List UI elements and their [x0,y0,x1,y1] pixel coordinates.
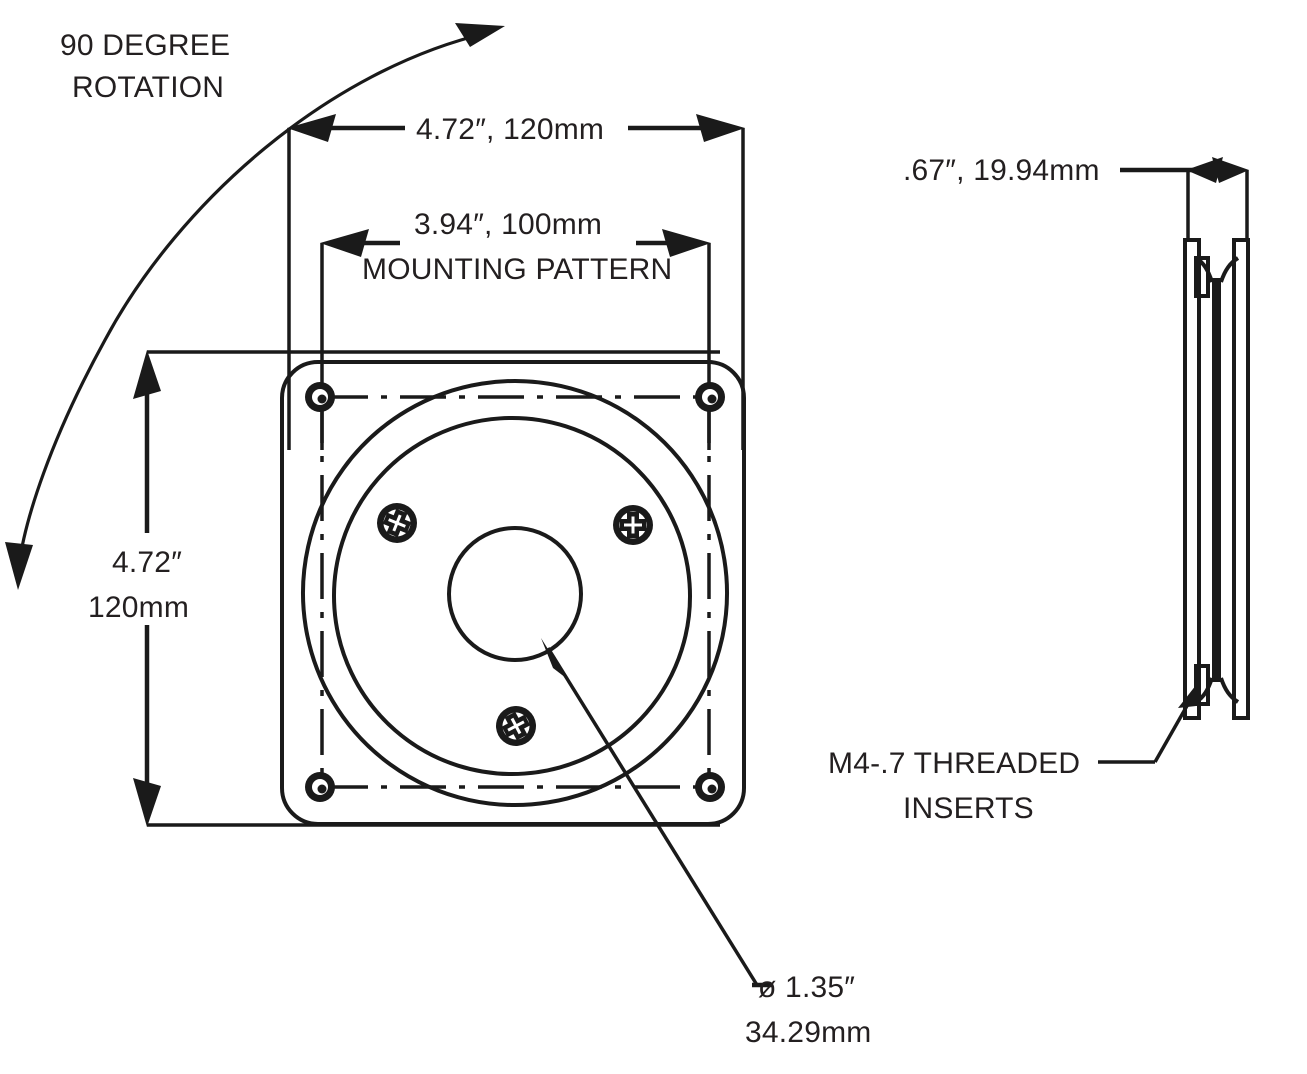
front-view-plate [280,360,746,826]
side-profile-center-web [1212,278,1221,682]
height-arrow-bottom [133,778,161,827]
height-dimension-label-line1: 4.72″ [112,546,182,579]
phillips-screw-bottom [496,706,536,746]
rotation-label-line2: ROTATION [72,71,224,104]
center-hole-leader-group [541,638,772,988]
mounting-hole-top-left [305,382,335,412]
mounting-hole-bottom-right [695,772,725,802]
center-hole-circle [447,526,583,662]
rotation-arrow-head-bottom [5,542,33,590]
pattern-dimension-label: 3.94″, 100mm [414,208,602,241]
side-profile-bottom-right-flare [1219,677,1240,704]
inserts-label-line1: M4-.7 THREADED [828,747,1080,780]
outer-disc-circle [301,379,729,807]
outer-disc-group [301,379,729,807]
side-profile-right-wall [1232,238,1250,720]
pattern-arrow-right [662,229,711,257]
plate-outline [280,360,746,826]
inner-disc-group [332,416,692,776]
width-dimension-label: 4.72″, 120mm [416,113,604,146]
inserts-leader-arrow [1178,680,1200,708]
center-hole-label-line1: ø 1.35″ [758,971,855,1004]
inner-disc-circle [332,416,692,776]
thickness-dimension-label: .67″, 19.94mm [903,154,1100,187]
rotation-arc [17,31,488,566]
height-dimension-group [133,350,720,827]
rotation-arrow-head-top [455,23,505,47]
rotation-arc-group [5,23,505,590]
height-arrow-top [133,350,161,399]
inserts-leader-group [1098,680,1200,764]
width-dimension-group [287,114,745,450]
width-arrow-right [696,114,745,142]
phillips-screw-upper-left [377,503,417,543]
mounting-hole-top-right [695,382,725,412]
mounting-hole-bottom-left [305,772,335,802]
threaded-insert-bottom [1194,664,1210,706]
side-profile-top-right-flare [1219,256,1240,283]
center-hole-label-line2: 34.29mm [745,1016,871,1049]
phillips-screw-upper-right [613,505,653,545]
threaded-insert-top [1194,256,1210,298]
height-dimension-label-line2: 120mm [88,591,189,624]
side-view-group [1120,157,1250,720]
width-arrow-left [287,114,336,142]
inserts-label-line2: INSERTS [903,792,1034,825]
center-hole-leader-line [546,647,759,986]
side-profile-left-wall [1183,238,1201,720]
rotation-label-line1: 90 DEGREE [60,29,230,62]
thickness-arrow-right [1212,157,1249,183]
center-hole-leader-arrow [541,638,566,678]
pattern-dimension-sublabel: MOUNTING PATTERN [362,253,672,286]
pattern-arrow-left [320,229,369,257]
